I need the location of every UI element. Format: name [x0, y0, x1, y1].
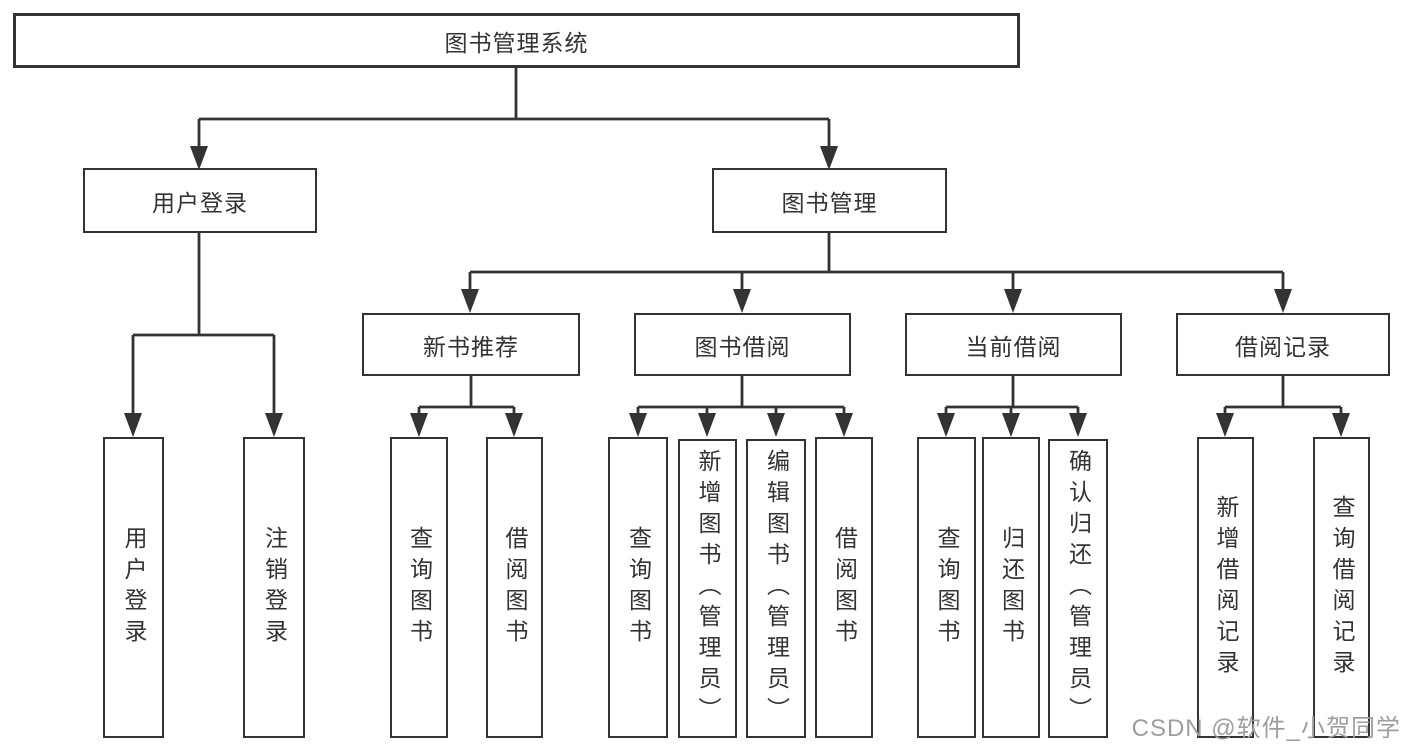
node-cb-confirm-return-admin: 确认归还（管理员）	[1048, 439, 1108, 738]
node-nb-query-books: 查询图书	[390, 437, 448, 738]
csdn-watermark: CSDN @软件_小贺同学	[1131, 715, 1401, 742]
node-label: 注销登录	[261, 525, 288, 650]
node-nb-borrow-books: 借阅图书	[486, 437, 543, 738]
node-book-management: 图书管理	[712, 168, 947, 233]
node-bb-borrow-books: 借阅图书	[815, 437, 873, 738]
node-library-system: 图书管理系统	[13, 13, 1020, 68]
node-logout: 注销登录	[243, 437, 305, 738]
node-book-borrow: 图书借阅	[634, 313, 851, 376]
node-cb-return-books: 归还图书	[982, 437, 1040, 738]
connector-strokes	[131, 68, 1343, 433]
node-br-query-record: 查询借阅记录	[1313, 437, 1370, 738]
node-label: 新增图书（管理员）	[695, 449, 721, 728]
node-label: 新增借阅记录	[1213, 494, 1239, 681]
node-label: 用户登录	[121, 525, 147, 650]
node-label: 查询图书	[625, 525, 652, 650]
node-cb-query-books: 查询图书	[917, 437, 976, 738]
node-bb-query-books: 查询图书	[608, 437, 668, 738]
arrowheads	[124, 146, 1350, 437]
node-br-add-record: 新增借阅记录	[1197, 437, 1254, 738]
node-label: 确认归还（管理员）	[1065, 449, 1092, 728]
node-label: 归还图书	[998, 525, 1025, 650]
node-user-login: 用户登录	[83, 168, 317, 233]
node-user-login-action: 用户登录	[103, 437, 164, 738]
node-label: 查询图书	[934, 525, 960, 650]
node-label: 借阅图书	[831, 525, 858, 650]
node-label: 借阅图书	[502, 525, 528, 650]
node-bb-edit-book-admin: 编辑图书（管理员）	[746, 439, 806, 738]
node-label: 查询图书	[406, 525, 433, 650]
node-label: 查询借阅记录	[1329, 494, 1355, 681]
node-bb-add-book-admin: 新增图书（管理员）	[678, 439, 737, 738]
node-borrow-records: 借阅记录	[1176, 313, 1390, 376]
node-label: 编辑图书（管理员）	[763, 449, 790, 728]
node-new-book-recommend: 新书推荐	[362, 313, 580, 376]
node-current-borrow: 当前借阅	[905, 313, 1122, 376]
